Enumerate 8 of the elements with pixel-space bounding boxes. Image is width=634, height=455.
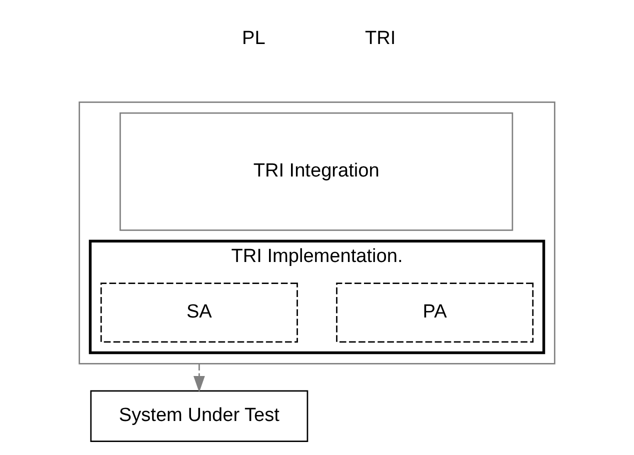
- node-box: System Under Test: [90, 390, 308, 442]
- node-box: PA: [336, 282, 534, 343]
- label: TRI: [364, 28, 396, 49]
- cluster: [78, 102, 556, 364]
- label: PL: [242, 28, 266, 49]
- arrow: [193, 364, 205, 392]
- node-box: SA: [100, 282, 298, 343]
- node-box: TRI Integration: [120, 112, 514, 231]
